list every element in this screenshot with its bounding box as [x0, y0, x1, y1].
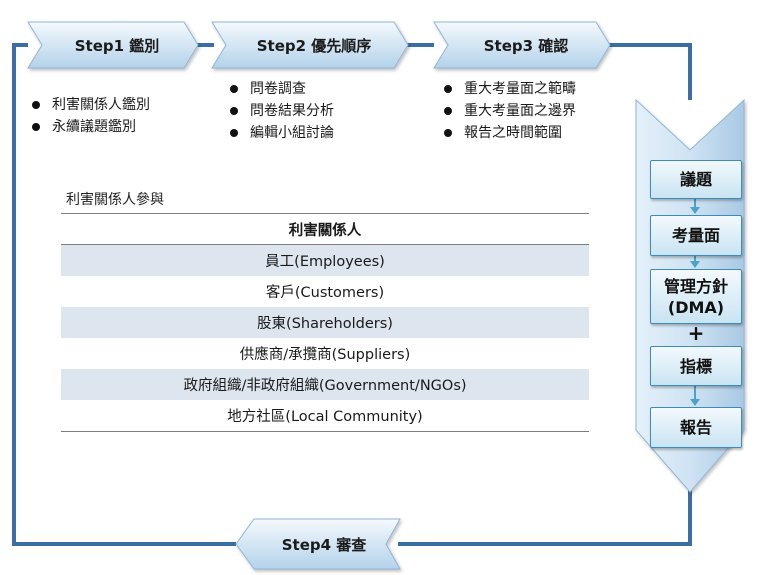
plus-sign: + [687, 321, 705, 345]
bullet-item: 問卷調查 [228, 78, 334, 100]
step1-chevron [27, 21, 199, 69]
issues-label: 議題 [679, 170, 712, 189]
stakeholder-table: 利害關係人 員工(Employees) 客戶(Customers) 股東(Sha… [61, 213, 589, 432]
table-header: 利害關係人 [61, 213, 589, 245]
indicators-box: 指標 [650, 346, 742, 386]
bullet-item: 編輯小組討論 [228, 122, 334, 144]
report-label: 報告 [679, 418, 712, 437]
bullet-item: 報告之時間範圍 [442, 122, 576, 144]
table-row: 供應商/承攬商(Suppliers) [239, 347, 411, 363]
stakeholder-section-title: 利害關係人參與 [66, 192, 164, 208]
step4-label: Step4 審查 [281, 535, 367, 554]
bullet-item: 問卷結果分析 [228, 100, 334, 122]
step2-chevron [211, 21, 409, 69]
aspects-label: 考量面 [671, 226, 720, 245]
dma-abbrev: (DMA) [667, 297, 725, 317]
bullet-item: 永續議題鑑別 [30, 116, 150, 138]
bullet-item: 重大考量面之邊界 [442, 100, 576, 122]
step3-bullet-list: 重大考量面之範疇 重大考量面之邊界 報告之時間範圍 [442, 78, 576, 144]
table-row: 地方社區(Local Community) [61, 400, 589, 432]
step3-chevron [433, 21, 611, 69]
issues-box: 議題 [650, 160, 742, 199]
table-row: 政府組織/非政府組織(Government/NGOs) [61, 369, 589, 400]
dma-label: 管理方針 [663, 276, 728, 296]
table-row: 員工(Employees) [61, 244, 589, 276]
step1-label: Step1 鑑別 [74, 36, 160, 55]
indicators-label: 指標 [679, 356, 712, 376]
step4-chevron [235, 518, 401, 570]
table-row: 客戶(Customers) [265, 285, 385, 301]
step2-label: Step2 優先順序 [256, 36, 372, 55]
box-connectors [690, 198, 700, 406]
table-row: 股東(Shareholders) [61, 307, 589, 338]
dma-box: 管理方針 (DMA) [650, 269, 742, 324]
report-box: 報告 [650, 407, 742, 448]
step3-label: Step3 確認 [483, 36, 569, 55]
bullet-item: 重大考量面之範疇 [442, 78, 576, 100]
step2-bullet-list: 問卷調查 問卷結果分析 編輯小組討論 [228, 78, 334, 144]
bullet-item: 利害關係人鑑別 [30, 94, 150, 116]
aspects-box: 考量面 [650, 215, 742, 256]
step1-bullet-list: 利害關係人鑑別 永續議題鑑別 [30, 94, 150, 138]
